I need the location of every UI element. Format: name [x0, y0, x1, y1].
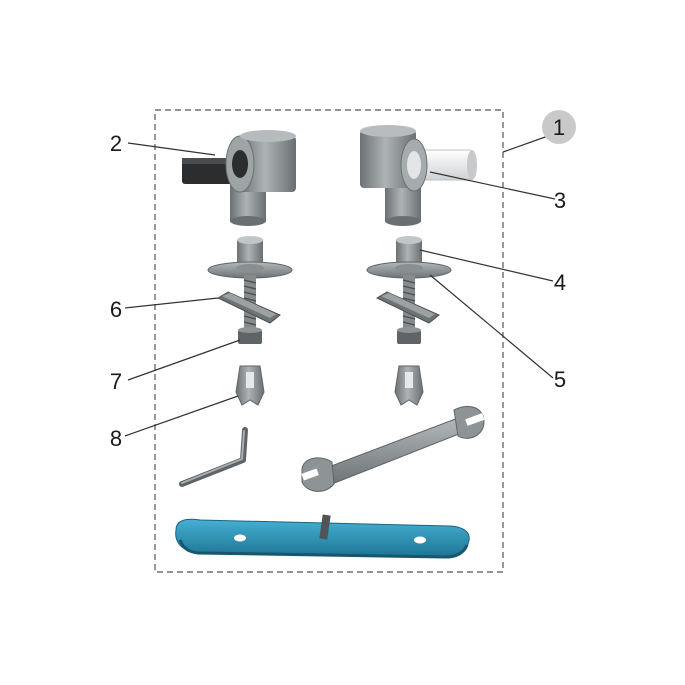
kit-frame [154, 109, 504, 573]
callout-3: 3 [554, 188, 566, 213]
callout-8: 8 [110, 426, 122, 451]
leader-line-7 [127, 339, 241, 381]
leader-line-3 [429, 171, 556, 200]
hinge-left [182, 130, 296, 226]
bolt-assembly-right [366, 236, 452, 406]
leader-line-8 [124, 395, 239, 437]
kit-callout-badge [542, 110, 576, 144]
leader-line-4 [419, 249, 554, 282]
callout-2: 2 [110, 131, 122, 156]
callout-6: 6 [110, 297, 122, 322]
hex-key [179, 427, 248, 487]
hinge-right [360, 125, 477, 226]
leader-line-2 [127, 142, 216, 156]
leader-line-6 [124, 297, 219, 309]
callout-7: 7 [110, 369, 122, 394]
spanner [301, 406, 485, 492]
callout-5: 5 [554, 367, 566, 392]
callout-1: 1 [553, 115, 565, 140]
bolt-assembly-left [207, 236, 293, 406]
callout-4: 4 [554, 270, 566, 295]
leader-line-1 [502, 135, 549, 153]
leader-line-5 [429, 274, 554, 379]
fixing-plate [175, 514, 470, 559]
